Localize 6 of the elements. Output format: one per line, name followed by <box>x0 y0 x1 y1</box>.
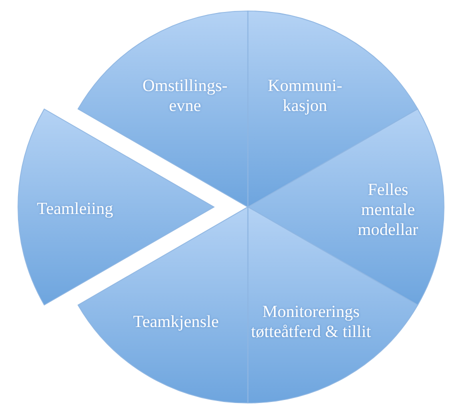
segment-label: Teamkjensle <box>132 312 220 332</box>
segment-label: Monitorerings tøtteåtferd & tillit <box>251 302 371 342</box>
segment-label: Omstillings- evne <box>141 76 228 116</box>
segment-label: Kommuni- kasjon <box>266 76 344 116</box>
segment-label: Teamleiing <box>36 199 114 219</box>
segment-label: Felles mentale modellar <box>356 180 420 240</box>
